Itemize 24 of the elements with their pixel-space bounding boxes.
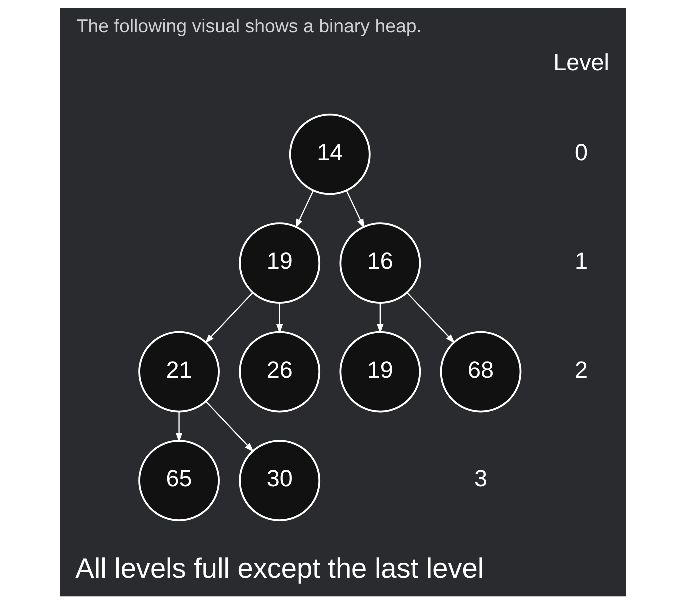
node-circle: 19 (339, 331, 421, 413)
arrow (406, 292, 455, 344)
arrow (346, 190, 364, 229)
label: 0 (574, 139, 588, 166)
diagram-title: The following visual shows a binary heap. (76, 16, 422, 37)
label: 2 (574, 356, 588, 383)
arrow (276, 303, 283, 334)
node-circle: 68 (440, 331, 522, 413)
arrow (176, 412, 182, 443)
node-circle: 26 (238, 331, 320, 413)
label: 3 (474, 466, 487, 492)
arrow (295, 190, 314, 229)
arrow (204, 292, 253, 344)
node-circle: 16 (339, 222, 421, 304)
label: 1 (574, 248, 588, 274)
node-circle: 21 (138, 331, 220, 413)
node-circle: 30 (238, 440, 320, 522)
arrow (205, 401, 254, 452)
node-circle: 14 (288, 114, 370, 196)
node-circle: 65 (138, 440, 220, 522)
label: All levels full except the last level (75, 553, 484, 584)
node-circle: 19 (238, 222, 320, 304)
label: Level (553, 49, 610, 76)
arrow (376, 303, 384, 334)
